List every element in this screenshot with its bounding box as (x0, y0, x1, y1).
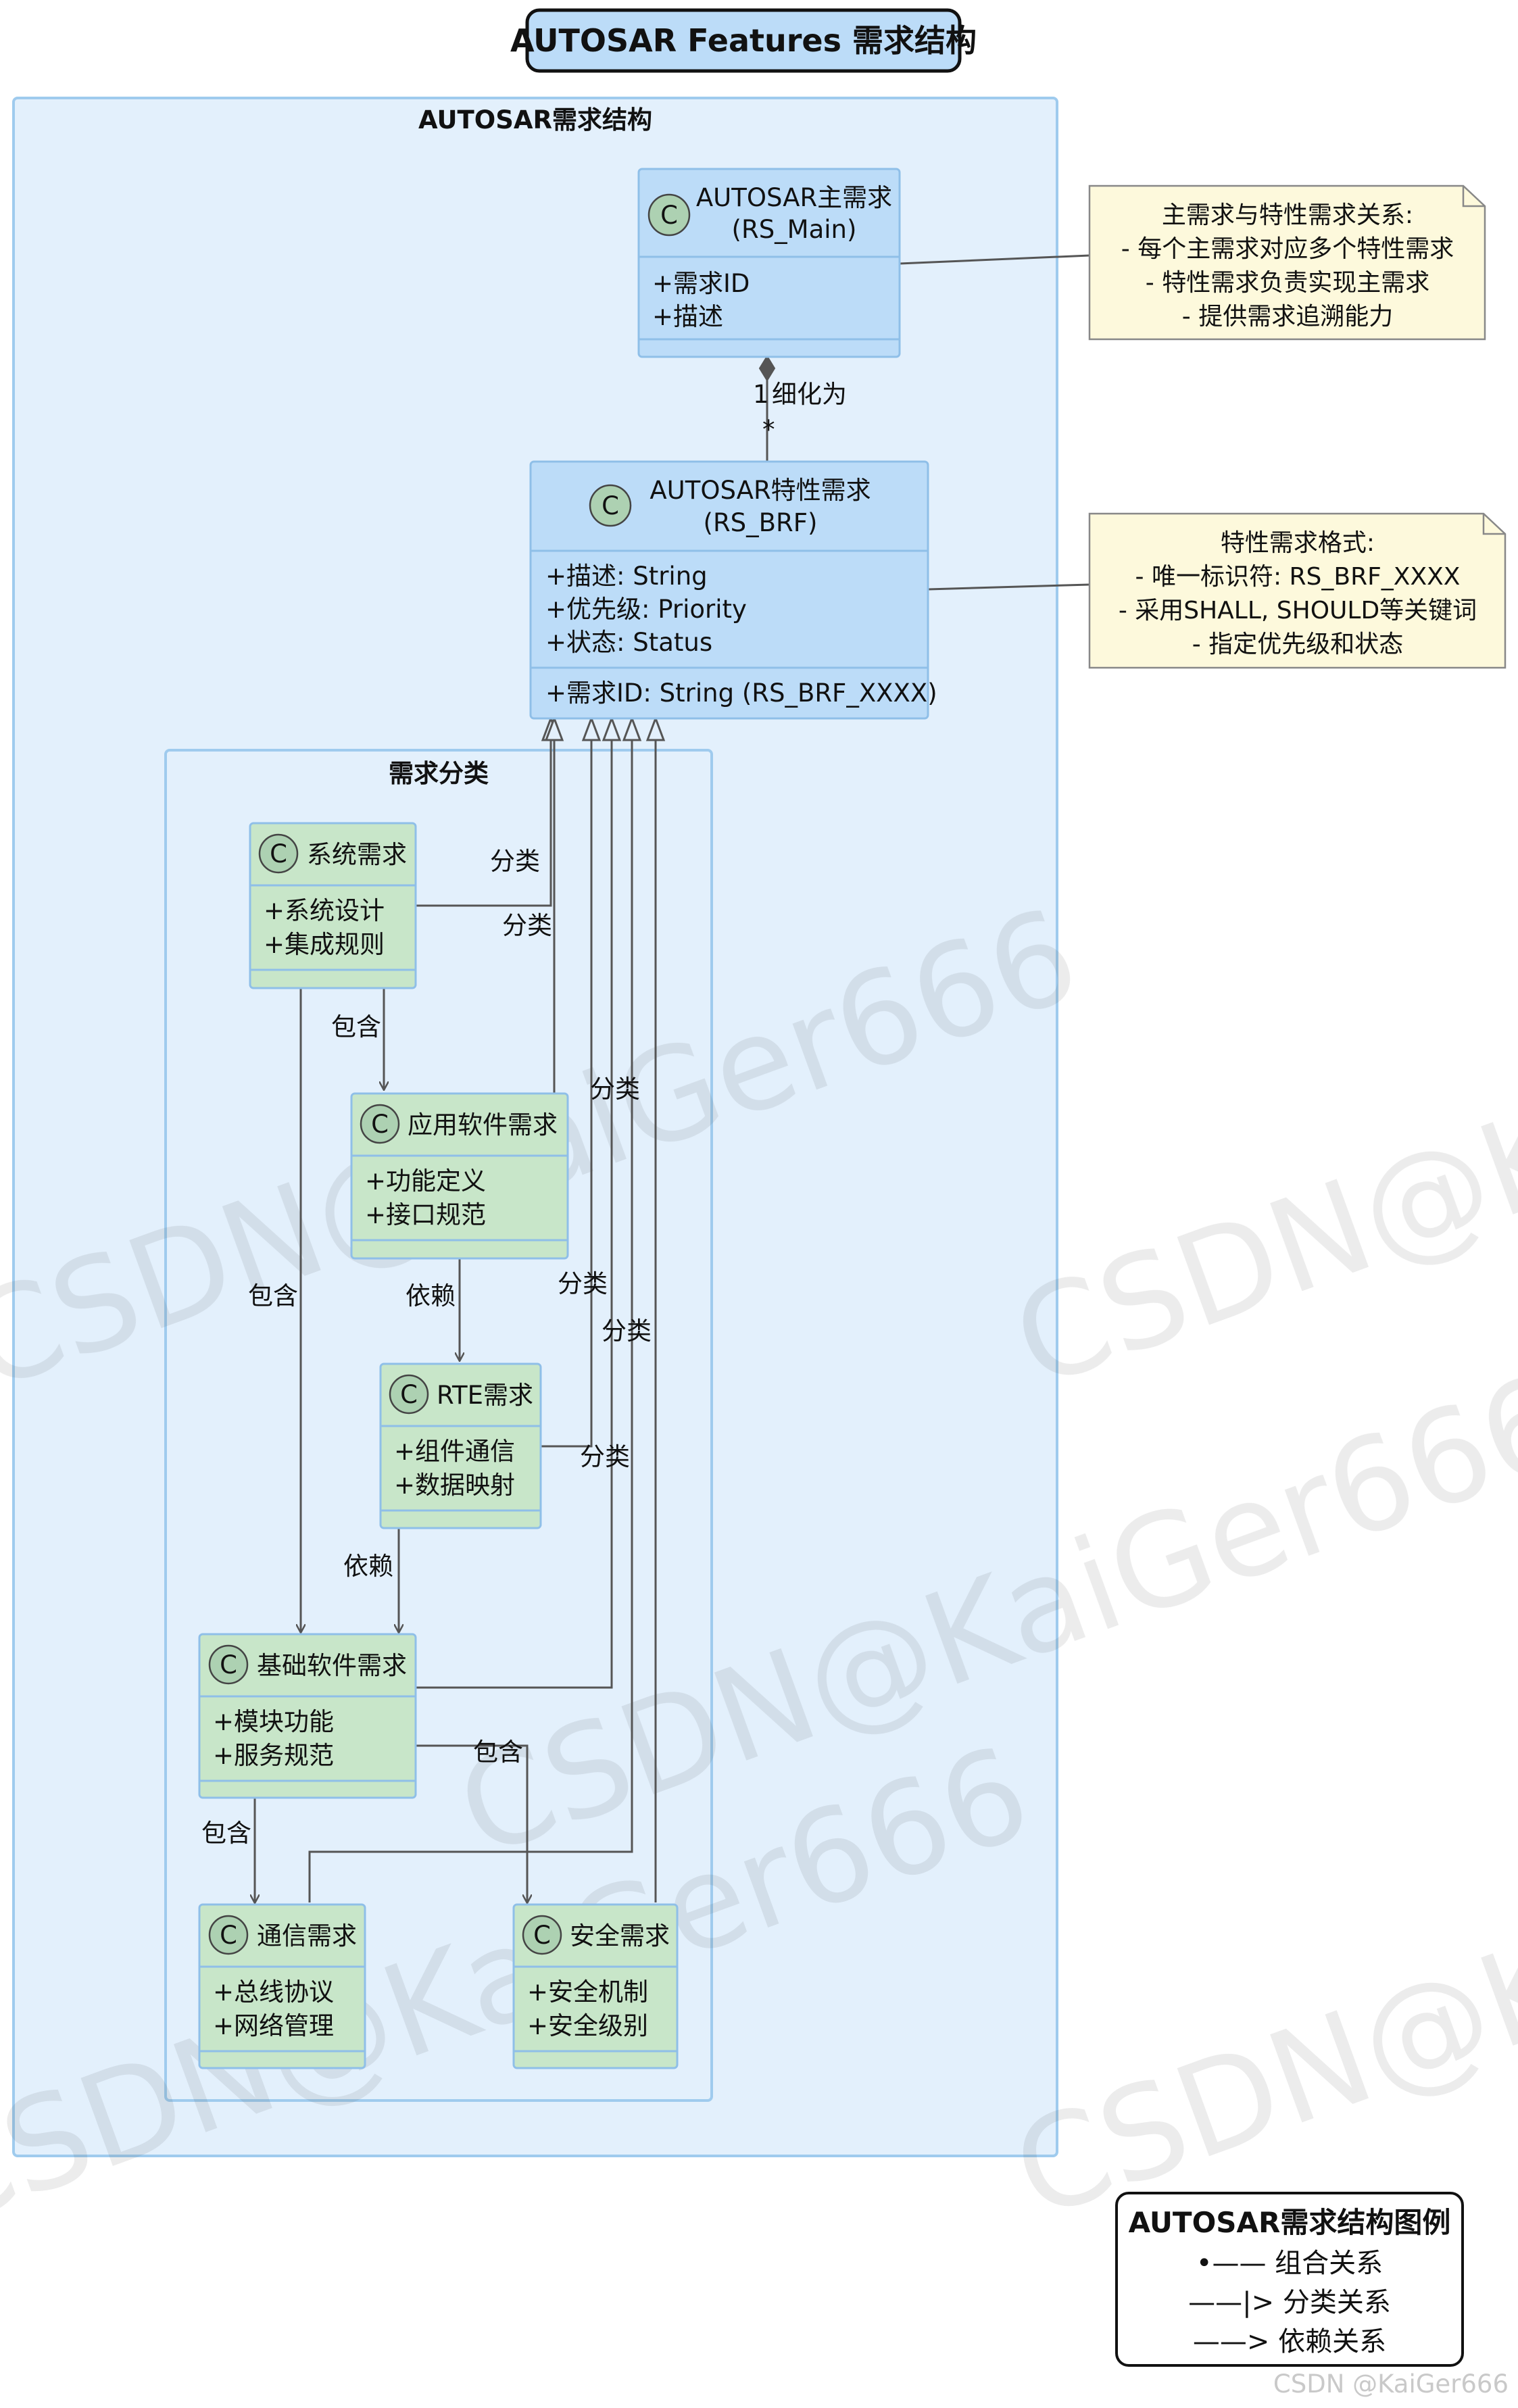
class-title: 安全需求 (570, 1921, 670, 1950)
class-title: RTE需求 (437, 1381, 533, 1410)
gen-arrow-safety (645, 715, 666, 741)
class-stereotype-icon (589, 484, 632, 527)
class-subtitle: (RS_Main) (732, 215, 857, 244)
legend-item: ——|> 分类关系 (1188, 2287, 1391, 2318)
class-rte-requirement[interactable]: C RTE需求 +组件通信 +数据映射 (379, 1362, 542, 1529)
gen-arrow-comm (622, 715, 642, 741)
svg-text:C: C (220, 1650, 237, 1679)
depend-label-1: 依赖 (406, 1281, 456, 1310)
class-title: 基础软件需求 (257, 1651, 407, 1680)
legend: AUTOSAR需求结构图例 •—— 组合关系 ——|> 分类关系 ——> 依赖关… (1115, 2192, 1464, 2367)
inner-package-title: 需求分类 (389, 759, 489, 788)
legend-item: •—— 组合关系 (1196, 2248, 1383, 2279)
class-title: 通信需求 (257, 1921, 357, 1950)
note-relationship: 主需求与特性需求关系: - 每个主需求对应多个特性需求 - 特性需求负责实现主需… (1088, 185, 1486, 341)
composition-mult-from: 1 (753, 380, 769, 409)
class-attribute: +集成规则 (264, 930, 385, 959)
classify-label-2: 分类 (502, 911, 552, 940)
svg-text:AUTOSAR Features 需求结构: AUTOSAR Features 需求结构 (510, 22, 977, 59)
class-attribute: +描述: String (545, 562, 708, 591)
class-attribute: +安全机制 (527, 1977, 648, 2007)
class-attribute: +接口规范 (365, 1200, 486, 1229)
class-title: AUTOSAR特性需求 (650, 476, 871, 505)
svg-text:- 指定优先级和状态: - 指定优先级和状态 (1192, 631, 1403, 658)
svg-text:C: C (602, 491, 619, 520)
class-attribute: +服务规范 (213, 1741, 334, 1770)
class-title: AUTOSAR主需求 (696, 183, 892, 212)
svg-text:C: C (533, 1921, 551, 1950)
class-stereotype-icon (208, 1644, 249, 1685)
svg-text:C: C (270, 839, 287, 868)
include-label-3: 包含 (473, 1738, 523, 1767)
class-stereotype-icon (208, 1915, 249, 1955)
svg-text:- 采用SHALL, SHOULD等关键词: - 采用SHALL, SHOULD等关键词 (1119, 597, 1477, 624)
svg-text:- 特性需求负责实现主需求: - 特性需求负责实现主需求 (1146, 269, 1429, 297)
outer-package-title: AUTOSAR需求结构 (418, 105, 652, 134)
svg-text:C: C (400, 1380, 418, 1409)
class-app-software-requirement[interactable]: C 应用软件需求 +功能定义 +接口规范 (350, 1092, 569, 1260)
class-attribute: +功能定义 (365, 1166, 486, 1196)
class-bsw-requirement[interactable]: C 基础软件需求 +模块功能 +服务规范 (198, 1633, 417, 1799)
classify-label-6: 分类 (580, 1442, 630, 1471)
class-stereotype-icon (258, 833, 299, 874)
composition-label: 细化为 (772, 380, 847, 409)
class-attribute: +网络管理 (213, 2011, 334, 2040)
include-label-1: 包含 (331, 1012, 381, 1041)
class-title: 系统需求 (307, 840, 407, 869)
classify-label-3: 分类 (590, 1075, 640, 1104)
legend-title: AUTOSAR需求结构图例 (1129, 2206, 1451, 2239)
svg-text:- 提供需求追溯能力: - 提供需求追溯能力 (1182, 303, 1393, 330)
class-attribute: +状态: Status (545, 628, 712, 657)
generalization-arrowheads (541, 715, 666, 741)
include-label-2: 包含 (248, 1281, 298, 1310)
svg-text:主需求与特性需求关系:: 主需求与特性需求关系: (1162, 201, 1413, 229)
svg-text:C: C (371, 1110, 389, 1139)
legend-item: ——> 依赖关系 (1193, 2326, 1386, 2357)
svg-text:- 唯一标识符: RS_BRF_XXXX: - 唯一标识符: RS_BRF_XXXX (1135, 563, 1461, 591)
class-attribute: +系统设计 (264, 896, 385, 925)
class-stereotype-icon (522, 1915, 562, 1955)
classify-label-4: 分类 (558, 1269, 608, 1298)
gen-arrow-bsw (602, 715, 622, 741)
include-label-4: 包含 (201, 1819, 251, 1848)
class-feature-requirement[interactable]: C AUTOSAR特性需求 (RS_BRF) +描述: String +优先级:… (529, 460, 937, 720)
class-method: +需求ID: String (RS_BRF_XXXX) (545, 679, 937, 708)
relation-labels: 1 细化为 * 分类 分类 分类 分类 分类 分类 包含 包含 依赖 依赖 包含… (201, 380, 847, 1848)
svg-text:CSDN@KaiGer666: CSDN@KaiGer666 (996, 1708, 1518, 2247)
depend-label-2: 依赖 (343, 1552, 393, 1581)
gen-arrow-app (544, 715, 564, 741)
class-attribute: +数据映射 (394, 1471, 515, 1500)
class-safety-requirement[interactable]: C 安全需求 +安全机制 +安全级别 (512, 1903, 679, 2069)
class-comm-requirement[interactable]: C 通信需求 +总线协议 +网络管理 (198, 1903, 366, 2069)
svg-text:特性需求格式:: 特性需求格式: (1221, 529, 1375, 557)
class-stereotype-icon (389, 1374, 429, 1415)
class-attribute: +需求ID (652, 269, 750, 298)
svg-text:C: C (220, 1921, 237, 1950)
class-stereotype-icon (647, 193, 691, 237)
connections (255, 254, 1090, 1902)
svg-text:C: C (660, 201, 678, 230)
class-attribute: +描述 (652, 302, 723, 331)
classify-label-5: 分类 (602, 1317, 652, 1346)
class-subtitle: (RS_BRF) (704, 508, 818, 537)
note-format: 特性需求格式: - 唯一标识符: RS_BRF_XXXX - 采用SHALL, … (1088, 512, 1507, 669)
svg-text:CSDN@KaiGer666: CSDN@KaiGer666 (996, 877, 1518, 1416)
class-attribute: +总线协议 (213, 1977, 334, 2007)
classify-label-1: 分类 (490, 847, 540, 876)
credit-text: CSDN @KaiGer666 (1273, 2369, 1509, 2399)
class-title: 应用软件需求 (408, 1110, 558, 1139)
composition-mult-to: * (762, 415, 775, 444)
svg-text:- 每个主需求对应多个特性需求: - 每个主需求对应多个特性需求 (1121, 235, 1454, 263)
diagram-title: AUTOSAR Features 需求结构 (510, 8, 977, 73)
gen-arrow-rte (581, 715, 602, 741)
class-attribute: +模块功能 (213, 1707, 334, 1736)
class-system-requirement[interactable]: C 系统需求 +系统设计 +集成规则 (249, 822, 417, 989)
class-main-requirement[interactable]: C AUTOSAR主需求 (RS_Main) +需求ID +描述 (637, 168, 901, 358)
class-attribute: +安全级别 (527, 2011, 648, 2040)
composition-diamond (758, 355, 776, 382)
class-attribute: +优先级: Priority (545, 595, 747, 624)
class-stereotype-icon (360, 1104, 400, 1144)
class-attribute: +组件通信 (394, 1437, 515, 1466)
